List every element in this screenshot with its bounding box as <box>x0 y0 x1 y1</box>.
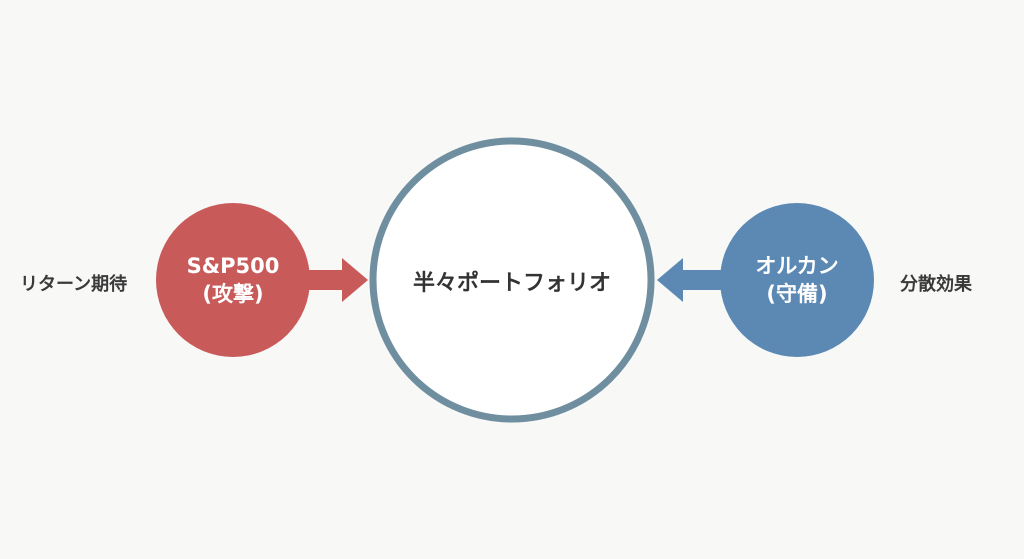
defense-title: オルカン <box>755 254 839 278</box>
attack-subtitle: (攻撃) <box>202 282 264 306</box>
attack-title: S&P500 <box>186 254 280 278</box>
defense-text: オルカン (守備) <box>720 252 874 308</box>
attack-arrow <box>308 258 368 302</box>
attack-text: S&P500 (攻撃) <box>156 252 310 308</box>
defense-subtitle: (守備) <box>766 282 828 306</box>
return-expectation-label: リターン期待 <box>20 274 128 295</box>
defense-circle <box>720 203 874 357</box>
defense-arrow <box>657 258 724 302</box>
portfolio-label: 半々ポートフォリオ <box>412 271 611 296</box>
attack-circle <box>156 203 310 357</box>
portfolio-ring <box>369 137 655 423</box>
diversification-label: 分散効果 <box>900 274 972 295</box>
